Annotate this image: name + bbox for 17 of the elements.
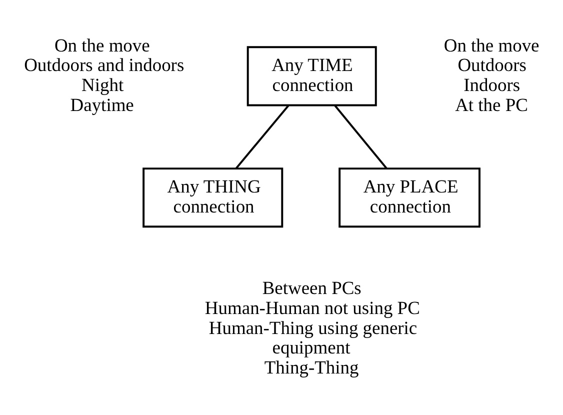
- label: Human-Thing using generic equipment: [208, 318, 418, 358]
- label: Indoors: [464, 74, 520, 95]
- label: Human-Human not using PC: [204, 298, 420, 318]
- connector: [235, 105, 290, 169]
- label: Outdoors and indoors: [24, 55, 184, 76]
- label: Between PCs: [262, 278, 362, 298]
- label: On the move: [54, 35, 150, 56]
- label: At the PC: [455, 94, 528, 115]
- label: Night: [82, 74, 124, 95]
- label: On the move: [444, 35, 540, 56]
- connector: [334, 105, 388, 169]
- label: Daytime: [70, 94, 134, 115]
- node-box: Any PLACE connection: [338, 168, 480, 228]
- node-box: Any TIME connection: [246, 46, 377, 106]
- label: Outdoors: [458, 55, 526, 76]
- label: Thing-Thing: [264, 357, 359, 378]
- node-box: Any THING connection: [142, 168, 284, 228]
